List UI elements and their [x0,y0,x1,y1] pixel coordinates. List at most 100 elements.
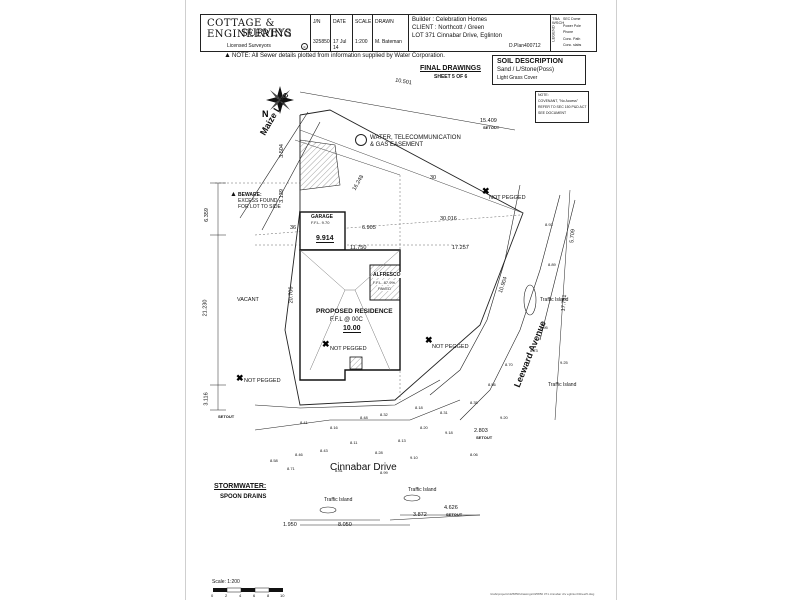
beware-note: BEWARE: EXCESS FOUND FOR LOT TO SIDE [238,192,281,210]
easement-symbol-icon [355,134,367,146]
not-pegged-label-2: NOT PEGGED [432,344,469,350]
not-pegged-icon-3: ✖ [236,373,244,383]
garage-ffl: F.F.L. 9.70 [311,220,330,225]
title-block: COTTAGE & ENGINEERING SURVEYS Licensed S… [200,14,597,52]
company-name: COTTAGE & ENGINEERING [207,18,293,40]
beware-title: BEWARE: [238,192,262,198]
scale-cell: SCALE 1:200 [353,15,373,51]
spot-level: 8.41 [300,420,308,425]
residence-level: 10.00 [343,325,361,333]
not-pegged-icon-4: ✖ [322,339,330,349]
legend-power-pole: Power Pole [563,23,581,28]
garage-outline [299,211,346,251]
spot-level: 8.20 [420,425,428,430]
spot-level: 8.56 [488,382,496,387]
spot-level: 8.32 [380,412,388,417]
plan-number: D.Plan400712 [509,43,541,49]
drawn-cell: DRAWN M. Bateman [373,15,409,51]
spot-level: 8.28 [375,450,383,455]
spot-level: 8.73 [530,348,538,353]
cinnabar-drive-edges [254,379,481,521]
scale-tick: 2 [225,593,228,598]
traffic-island-label-3: Traffic Island [408,487,437,493]
spot-level: 8.89 [548,262,556,267]
spot-level: 9.20 [500,415,508,420]
spot-level: 8.71 [287,466,295,471]
soil-line2: Light Grass Cover [497,75,538,81]
legend-items: SEC Dome Power Pole Phone Conc. Path Con… [563,16,581,49]
spot-level: 8.06 [470,452,478,457]
traffic-island-label-1: Traffic Island [540,297,569,303]
dim-3504: 3.504 [278,144,285,158]
legend-phone: Phone [563,30,574,34]
driveway-hatch [299,139,341,191]
soil-title: SOIL DESCRIPTION [497,58,563,65]
footer-file-ref: \\cafs\projects\325850\drawings\325850 3… [490,592,595,596]
scale-bar [213,587,283,593]
garage-level: 9.914 [316,235,334,243]
legend-cell: TBA WSCH LEGEND SEC Dome Power Pole Phon… [551,15,596,51]
company-sub: Licensed Surveyors [227,43,271,49]
copyright-mark: c [301,43,308,50]
not-pegged-markers: ✖ ✖ ✖ ✖ [236,186,490,383]
sewer-note: NOTE: All Sewer details plotted from inf… [232,53,445,59]
alfresco-title: ALFRESCO [373,272,401,278]
spot-level: 8.18 [415,405,423,410]
dim-bottom-2803: 2.803 [474,428,488,434]
scale-tick: 10 [280,593,285,598]
not-pegged-label-3: NOT PEGGED [244,378,281,384]
covenant-note-line3: SEE DOCUMENT [538,111,567,115]
spot-level: 9.18 [445,430,453,435]
north-arrow-icon [266,86,294,114]
dim-inner-6905: 6.905 [362,225,376,231]
residence-ffl: F.F.L @ 00C [330,317,363,323]
scale-tick: 6 [253,593,256,598]
dim-36: 36 [290,225,297,231]
scale-tick: 8 [267,593,270,598]
scale-bar-label: Scale: 1:200 [212,579,240,585]
not-pegged-icon-2: ✖ [425,335,433,345]
beware-line1: EXCESS FOUND [238,198,278,204]
covenant-note-title: NOTE: [538,93,549,97]
date-label: DATE [333,19,346,25]
setout-label-1: SETOUT [483,125,500,130]
warning-icon: ▲ [224,52,231,59]
dim-30: 30 [430,175,437,181]
client-text: CLIENT : Northcott / Green [412,25,485,31]
scale-tick: 4 [239,593,242,598]
spot-level: 8.48 [360,415,368,420]
dim-bottom-3872: 3.872 [413,512,427,518]
alfresco-sub: PAVED [378,286,391,291]
spot-level: 8.46 [295,452,303,457]
spot-level: 8.35 [470,400,478,405]
spot-level: 8.93 [545,222,553,227]
vacant-label: VACANT [237,297,259,303]
date-value: 17 Jul 14 [333,39,347,51]
dim-right-diag: 15.409 [480,118,497,124]
dim-right-5709: 5.709 [569,228,577,244]
drawn-label: DRAWN [375,19,394,25]
spot-level: 8.58 [270,458,278,463]
spot-level: 8.13 [398,438,406,443]
leeward-avenue-edges [429,184,576,421]
spot-level: 8.11 [350,440,358,445]
cinnabar-drive-label: Cinnabar Drive [330,462,397,473]
dim-inner-11750: 11.750 [350,245,367,251]
jn-value: 325850 [313,39,330,45]
covenant-note-line2: REFER TO SEC 150 P&D ACT [538,105,587,109]
spot-level: 8.81 [335,468,343,473]
spot-level: 9.10 [410,455,418,460]
company-name-line2: SURVEYS [241,28,292,39]
spot-level: 8.70 [505,362,513,367]
not-pegged-icon-1: ✖ [482,186,490,196]
dim-left-3116: 3.116 [203,392,210,406]
covenant-note: NOTE: COVENANT, "No Access" REFER TO SEC… [535,91,589,123]
traffic-island [319,284,537,514]
setout-label-2: SETOUT [446,512,463,517]
beware-warning-icon: ▲ [230,191,237,198]
company-logo: COTTAGE & ENGINEERING SURVEYS Licensed S… [201,15,311,51]
dim-30016: 30.016 [440,216,457,222]
soil-description-box: SOIL DESCRIPTION Sand / L/Stone(Poss) Li… [492,55,586,85]
alfresco-ffl: F.F.L. 87.9% [373,280,396,285]
client-cell: Builder : Celebration Homes CLIENT : Nor… [409,15,551,51]
